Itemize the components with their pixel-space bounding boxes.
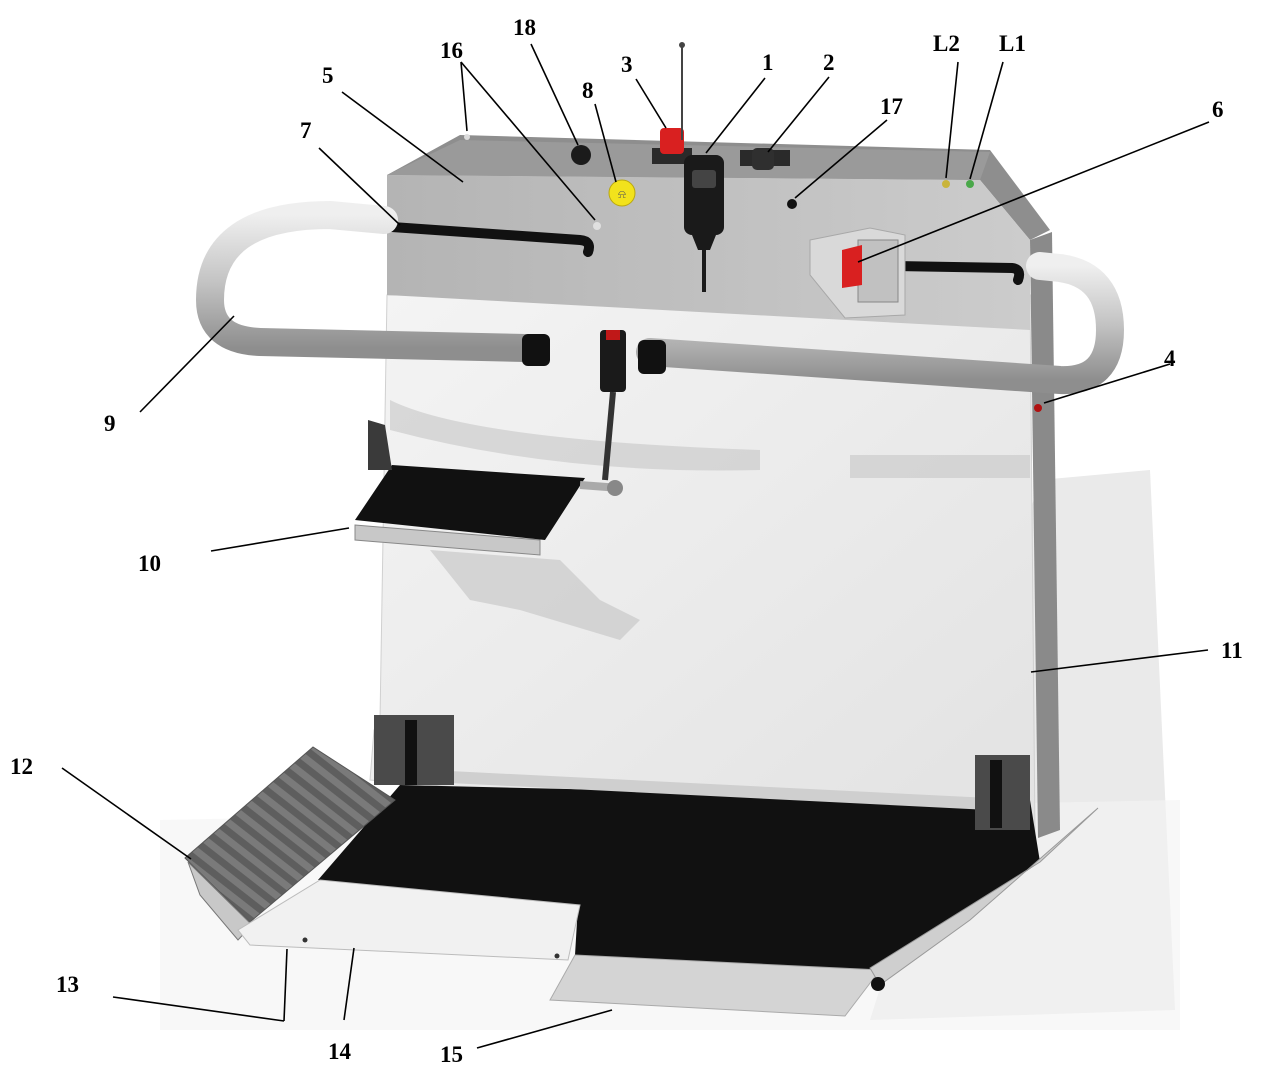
callout-L1: L1 <box>999 31 1026 56</box>
leader-10 <box>210 527 350 552</box>
screw-16 <box>464 134 470 140</box>
leader-18 <box>530 43 579 146</box>
seat-pivot <box>607 480 623 496</box>
leader-3 <box>635 78 667 129</box>
leader-2 <box>767 76 830 153</box>
safety-bar-right <box>636 252 1124 395</box>
right-ramp <box>869 807 1099 986</box>
safety-bar <box>196 201 539 362</box>
leader-15 <box>476 1009 613 1049</box>
bell-button <box>608 179 636 207</box>
bar-cap-left <box>522 334 550 366</box>
leader-17 <box>794 119 888 199</box>
screw-16b <box>593 222 601 230</box>
flap-screw-2 <box>554 953 560 959</box>
handheld-screen <box>692 170 716 188</box>
callout-6: 6 <box>1212 97 1224 122</box>
leader-4 <box>1043 363 1171 404</box>
panel-shadow-band-right <box>850 455 1030 478</box>
leader-8 <box>594 103 617 183</box>
callout-2: 2 <box>823 50 835 75</box>
leader-L2 <box>945 61 959 179</box>
seatbelt-latch <box>606 330 620 340</box>
connector <box>752 148 774 170</box>
leader-1 <box>705 77 766 154</box>
callout-11: 11 <box>1221 638 1243 663</box>
bar-cap-right <box>638 340 666 374</box>
lever-red <box>842 245 862 288</box>
panel-shadow-band <box>390 400 760 471</box>
seat-hinge <box>368 420 392 470</box>
leader-16a <box>460 61 468 132</box>
callout-13: 13 <box>56 972 79 997</box>
callout-14: 14 <box>328 1039 351 1064</box>
handle-right <box>890 261 1025 285</box>
leader-L1 <box>969 61 1004 180</box>
estop-button <box>660 128 684 154</box>
antenna-tip <box>679 42 685 48</box>
callout-5: 5 <box>322 63 334 88</box>
seatbelt-buckle <box>600 330 626 392</box>
seat-shadow <box>430 550 640 640</box>
bracket-right-inner <box>990 760 1002 828</box>
seat-frame <box>354 524 541 556</box>
leader-lines <box>61 43 1210 1049</box>
lamp-l1 <box>966 180 974 188</box>
handheld-control <box>684 155 724 235</box>
callout-3: 3 <box>621 52 633 77</box>
callout-8: 8 <box>582 78 594 103</box>
bracket-left-inner <box>405 720 417 785</box>
leader-9 <box>139 315 235 413</box>
key-switch <box>571 145 591 165</box>
side-flap <box>237 879 581 961</box>
lamp-l2 <box>942 180 950 188</box>
callout-4: 4 <box>1164 346 1176 371</box>
sensor-hole <box>787 199 797 209</box>
leader-6 <box>857 121 1210 263</box>
leader-13b <box>283 948 288 1022</box>
front-ramp <box>549 954 881 1017</box>
seatbelt-strap <box>602 391 616 481</box>
leader-11 <box>1030 649 1209 673</box>
leader-14 <box>343 947 355 1021</box>
callout-1: 1 <box>762 50 774 75</box>
side-indicator <box>1034 404 1042 412</box>
callout-L2: L2 <box>933 31 960 56</box>
platform-deck <box>318 785 1040 970</box>
leader-5 <box>341 91 464 183</box>
callout-17: 17 <box>880 94 903 119</box>
bracket-right <box>975 755 1030 830</box>
bell-glyph: ⍾ <box>618 187 626 201</box>
platform-back-rail <box>430 770 1030 812</box>
callout-15: 15 <box>440 1042 463 1067</box>
handheld-tail <box>690 230 718 250</box>
leader-12 <box>61 767 192 860</box>
seat-cushion <box>355 465 585 540</box>
handle-left <box>387 222 594 257</box>
callout-18: 18 <box>513 15 536 40</box>
callout-7: 7 <box>300 118 312 143</box>
leader-13a <box>112 996 285 1022</box>
leader-7 <box>318 147 401 226</box>
callout-16: 16 <box>440 38 463 63</box>
ribbed-ramp <box>184 746 396 923</box>
flap-screw-1 <box>302 937 308 943</box>
callout-10: 10 <box>138 551 161 576</box>
ramp-roller <box>871 977 885 991</box>
ramp-hinge-left <box>187 861 253 941</box>
leader-16b <box>460 61 596 221</box>
callout-12: 12 <box>10 754 33 779</box>
callout-9: 9 <box>104 411 116 436</box>
